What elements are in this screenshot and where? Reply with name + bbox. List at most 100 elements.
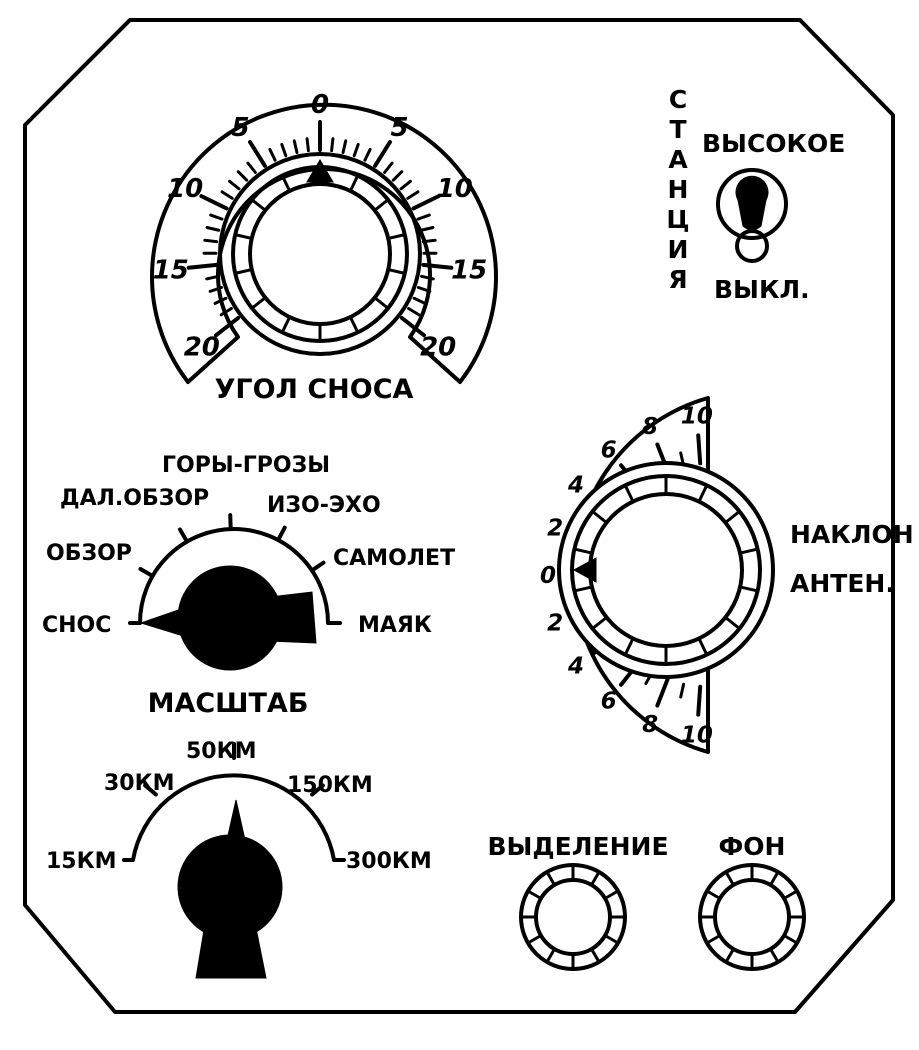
tilt-scale-label: 0 <box>540 563 556 589</box>
knurl-segment <box>723 615 741 631</box>
knurl-segment <box>603 889 620 900</box>
drift-tick <box>352 142 360 158</box>
knurl-segment <box>590 870 601 887</box>
drift-scale-label: 15 <box>153 256 189 286</box>
drift-knob-ring <box>231 165 409 343</box>
mode-option-dal-obzor[interactable]: ДАЛ.ОБЗОР <box>60 486 209 511</box>
mode-option-izo-eho[interactable]: ИЗО-ЭХО <box>267 493 381 518</box>
tilt-scale-label: 10 <box>681 403 713 429</box>
drift-scale-label: 20 <box>420 332 456 362</box>
tilt-knob-knurling <box>572 474 760 666</box>
station-letter: И <box>668 235 689 264</box>
gain-knob[interactable]: ВЫДЕЛЕНИЕ <box>487 832 669 971</box>
drift-tick <box>411 194 441 211</box>
knurl-segment <box>348 315 360 334</box>
knurl-segment <box>782 934 799 945</box>
knurl-segment <box>348 174 360 193</box>
drift-knob-center[interactable] <box>248 182 392 326</box>
drift-tick <box>420 274 435 281</box>
station-letter: Ц <box>666 205 689 234</box>
tilt-scale-label: 4 <box>567 653 584 679</box>
panel-outline <box>23 18 895 1014</box>
range-option-50km[interactable]: 50КМ <box>186 739 257 764</box>
scale-label: МАСШТАБ <box>148 688 309 719</box>
mode-tick <box>178 527 189 544</box>
knurl-segment <box>769 870 780 887</box>
mode-selector[interactable]: СНОС ОБЗОР ДАЛ.ОБЗОР ГОРЫ-ГРОЗЫ ИЗО-ЭХО … <box>42 453 455 671</box>
drift-tick <box>406 190 420 200</box>
drift-knob-outer-ring <box>218 152 422 356</box>
station-letter: А <box>668 145 688 174</box>
knurl-segment <box>386 268 407 275</box>
tilt-pointer-triangle <box>572 557 597 583</box>
station-letter: С <box>669 85 687 114</box>
drift-pointer-triangle <box>306 159 334 183</box>
drift-tick <box>383 161 394 174</box>
mode-option-mayak[interactable]: МАЯК <box>358 613 432 638</box>
tilt-scale-label: 6 <box>601 438 617 464</box>
range-knob-grip <box>195 917 267 979</box>
range-option-30km[interactable]: 30КМ <box>104 771 175 796</box>
range-option-300km[interactable]: 300КМ <box>346 849 432 874</box>
drift-tick <box>208 286 224 293</box>
mode-tick <box>276 525 287 543</box>
drift-scale-label: 20 <box>184 332 220 362</box>
drift-tick <box>373 140 392 168</box>
mode-option-gory-grozy[interactable]: ГОРЫ-ГРОЗЫ <box>162 453 330 478</box>
drift-tick <box>399 179 412 191</box>
drift-tick <box>416 213 431 221</box>
range-option-15km[interactable]: 15КМ <box>46 849 117 874</box>
knurl-segment <box>526 934 543 945</box>
drift-tick <box>236 170 249 182</box>
mode-option-snos[interactable]: СНОС <box>42 613 111 638</box>
station-letter: Я <box>668 265 687 294</box>
knurl-segment <box>233 268 254 275</box>
knurl-segment <box>386 233 407 240</box>
mode-option-samolet[interactable]: САМОЛЕТ <box>333 546 455 571</box>
gain-knob-inner <box>534 878 612 956</box>
station-letter: Н <box>668 175 689 204</box>
drift-scale-label: 0 <box>311 90 329 120</box>
drift-tick <box>220 190 234 200</box>
station-off-label: ВЫКЛ. <box>714 275 810 304</box>
range-arc <box>122 773 346 862</box>
knurl-segment <box>723 509 741 525</box>
background-knob-inner <box>713 878 791 956</box>
mode-knob-grip <box>243 591 317 644</box>
range-tick <box>143 783 158 797</box>
knurl-segment <box>591 615 609 631</box>
knurl-segment <box>572 547 594 555</box>
range-scale-ticks <box>143 742 325 797</box>
tilt-scale-label: 8 <box>642 414 658 440</box>
drift-tick <box>205 226 221 232</box>
drift-tick <box>305 137 310 153</box>
knurl-segment <box>705 889 722 900</box>
toggle-lever[interactable] <box>735 175 769 231</box>
drift-tick <box>213 296 228 305</box>
knurl-segment <box>782 889 799 900</box>
knurl-segment <box>591 509 609 525</box>
toggle-lower-ring <box>735 229 769 263</box>
knurl-segment <box>705 934 722 945</box>
knurl-segment <box>280 315 292 334</box>
mode-scale-ticks <box>138 513 326 578</box>
drift-tick <box>399 316 427 338</box>
drift-scale-label: 5 <box>231 113 249 143</box>
station-high-label: ВЫСОКОЕ <box>702 129 845 158</box>
range-selector[interactable]: 15КМ 30КМ 50КМ 150КМ 300КМ <box>46 739 432 979</box>
background-knob[interactable]: ФОН <box>698 832 806 971</box>
knurl-segment <box>545 870 556 887</box>
drift-scale-ticks <box>186 120 454 338</box>
knurl-segment <box>233 233 254 240</box>
knurl-segment <box>526 889 543 900</box>
drift-tick <box>268 147 277 162</box>
mode-option-obzor[interactable]: ОБЗОР <box>46 541 132 566</box>
range-option-150km[interactable]: 150КМ <box>287 773 373 798</box>
mode-tick <box>138 567 155 578</box>
drift-tick <box>248 140 267 168</box>
